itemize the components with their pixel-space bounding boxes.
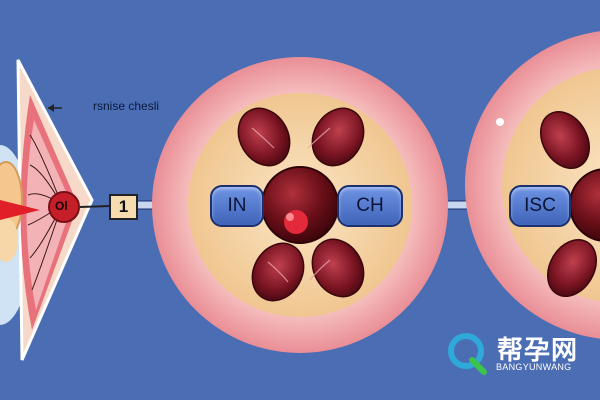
watermark-english: BANGYUNWANG bbox=[496, 362, 572, 372]
watermark-logo-icon bbox=[448, 333, 487, 375]
pill-ch: CH bbox=[337, 185, 403, 227]
pill-isc: ISC bbox=[509, 185, 571, 227]
annotation-label: rsnise chesli bbox=[93, 99, 160, 113]
watermark-chinese: 帮孕网 bbox=[497, 336, 579, 366]
number-box: 1 bbox=[109, 194, 138, 220]
annotation-arrow bbox=[48, 104, 62, 112]
uterus-section bbox=[0, 59, 94, 361]
middle-follicle bbox=[152, 57, 448, 353]
pill-in: IN bbox=[210, 185, 264, 227]
center-mark-label: Ol bbox=[55, 199, 68, 213]
